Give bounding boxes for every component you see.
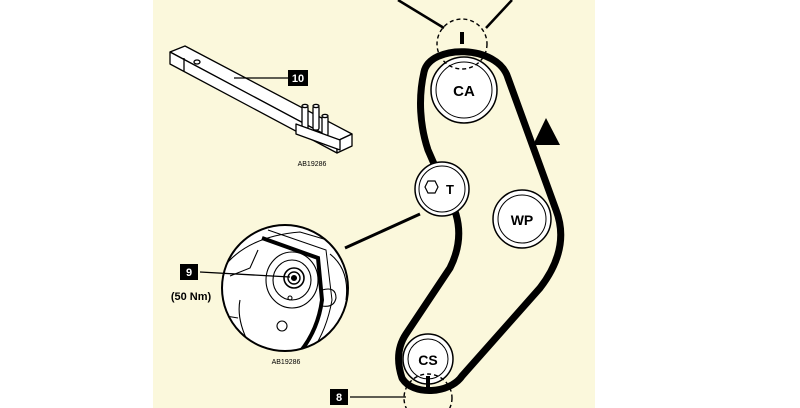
hexagon-nut-icon [424, 180, 439, 194]
tensioner-label: T [446, 182, 454, 197]
water-pump-label: WP [511, 212, 534, 228]
crankshaft-pulley: CS [402, 333, 454, 385]
tensioner-pulley: T [414, 161, 470, 217]
water-pump-pulley: WP [492, 189, 552, 249]
camshaft-timing-mark-circle [436, 18, 488, 70]
timing-line-right [485, 0, 513, 29]
crankshaft-label: CS [418, 352, 437, 368]
tool-callout-number: 10 [292, 73, 304, 85]
bolt-callout-number: 9 [186, 267, 192, 279]
bolt-callout-leader [199, 271, 291, 278]
triangle-arrow-icon [533, 118, 560, 145]
locking-tool [169, 45, 353, 154]
bolt-callout-box: 9 [180, 264, 198, 280]
tool-callout-box: 10 [288, 70, 308, 86]
camshaft-pulley: CA [430, 56, 498, 124]
detail-image-code: AB19286 [272, 359, 301, 366]
bolt-torque-label: (50 Nm) [171, 291, 212, 303]
detail-connector-line [344, 212, 421, 250]
crankshaft-timing-mark-circle [403, 373, 453, 408]
camshaft-label: CA [453, 83, 475, 100]
crank-callout-box: 8 [330, 389, 348, 405]
crankshaft-timing-mark [426, 376, 430, 388]
tool-image-code: AB19286 [298, 161, 327, 168]
crank-callout-number: 8 [336, 392, 342, 404]
camshaft-timing-mark [460, 32, 464, 44]
timing-line-left [397, 0, 445, 30]
